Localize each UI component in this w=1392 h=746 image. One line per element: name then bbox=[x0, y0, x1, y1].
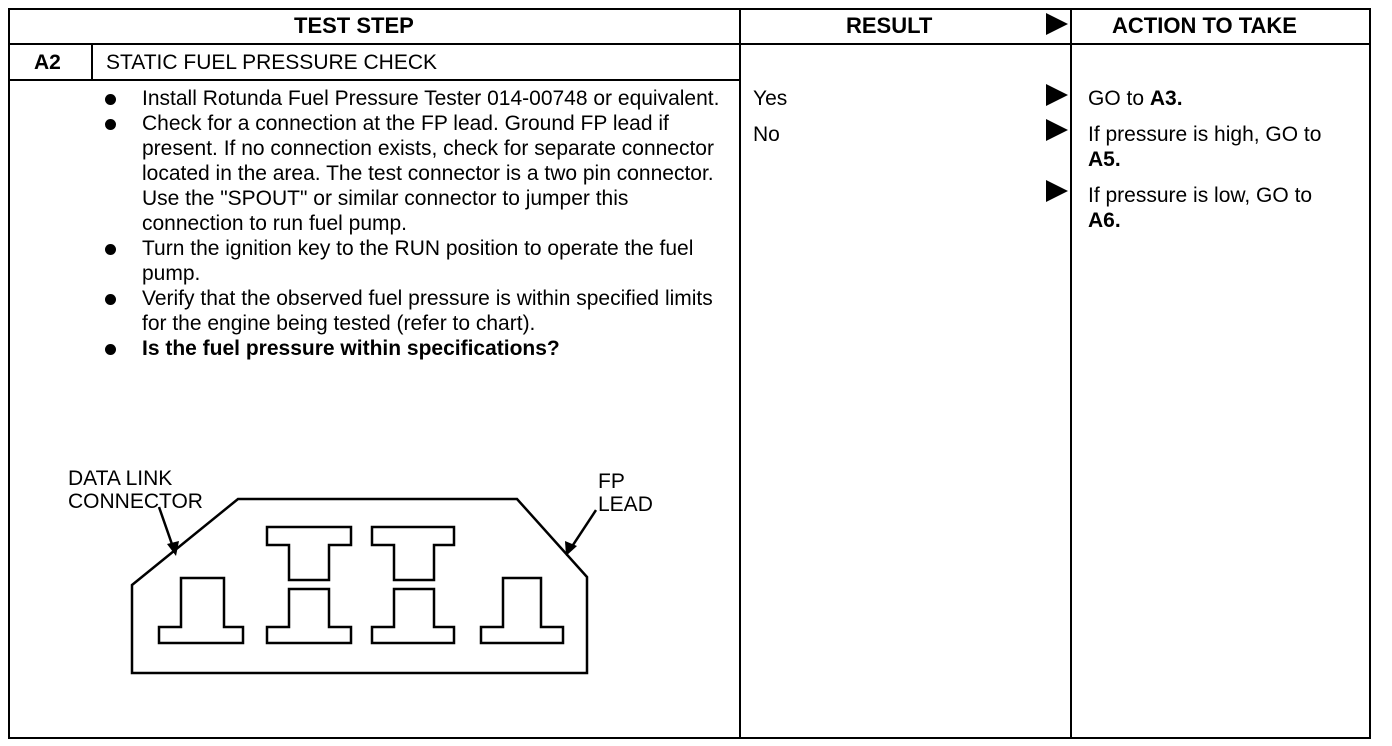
header-action-to-take: ACTION TO TAKE bbox=[1112, 13, 1297, 38]
label-connector: CONNECTOR bbox=[68, 490, 203, 513]
right-leader-line bbox=[567, 509, 598, 552]
step-title-bottom-border bbox=[8, 79, 740, 81]
step-id-divider bbox=[91, 43, 93, 81]
bullet-icon bbox=[105, 244, 116, 255]
action-high-text: If pressure is high, GO to bbox=[1088, 123, 1322, 146]
no-low-arrow-icon bbox=[1046, 180, 1068, 202]
action-low-text: If pressure is low, GO to bbox=[1088, 184, 1313, 207]
instruction-item: Verify that the observed fuel pressure i… bbox=[100, 286, 720, 336]
connector-housing bbox=[130, 497, 589, 675]
step-title: STATIC FUEL PRESSURE CHECK bbox=[106, 51, 437, 74]
action-column-divider bbox=[1070, 8, 1072, 739]
table-top-border bbox=[8, 8, 1371, 10]
action-yes: GO to A3. bbox=[1088, 86, 1183, 111]
instruction-item: Turn the ignition key to the RUN positio… bbox=[100, 236, 720, 286]
yes-arrow-icon bbox=[1046, 84, 1068, 106]
left-leader-line bbox=[157, 506, 176, 551]
label-data-link: DATA LINK bbox=[68, 467, 173, 490]
right-leader-arrowhead bbox=[565, 541, 577, 556]
label-lead: LEAD bbox=[598, 493, 653, 516]
instruction-item: Install Rotunda Fuel Pressure Tester 014… bbox=[100, 86, 720, 111]
no-high-arrow-icon bbox=[1046, 119, 1068, 141]
bullet-icon bbox=[105, 94, 116, 105]
header-test-step: TEST STEP bbox=[294, 13, 414, 38]
header-bottom-border bbox=[8, 43, 1371, 45]
terminal-2-bottom bbox=[265, 587, 353, 645]
action-yes-target: A3. bbox=[1149, 87, 1183, 110]
bullet-icon bbox=[105, 344, 116, 355]
action-high: If pressure is high, GO to A5. bbox=[1088, 122, 1321, 172]
instruction-list: Install Rotunda Fuel Pressure Tester 014… bbox=[100, 86, 720, 361]
table-right-border bbox=[1369, 8, 1371, 739]
terminal-3-top bbox=[370, 525, 456, 582]
terminal-1 bbox=[157, 576, 245, 645]
table-left-border bbox=[8, 8, 10, 739]
action-high-target: A5. bbox=[1088, 148, 1121, 171]
result-yes: Yes bbox=[753, 87, 788, 110]
bullet-icon bbox=[105, 294, 116, 305]
header-arrow-icon bbox=[1046, 13, 1068, 35]
table-bottom-border bbox=[8, 737, 1371, 739]
step-id: A2 bbox=[34, 51, 61, 74]
result-column-divider bbox=[739, 8, 741, 739]
action-low-target: A6. bbox=[1088, 209, 1121, 232]
label-fp: FP bbox=[598, 470, 625, 493]
instruction-question: Is the fuel pressure within specificatio… bbox=[100, 336, 720, 361]
terminal-4 bbox=[479, 576, 565, 645]
result-no: No bbox=[753, 123, 780, 146]
header-result: RESULT bbox=[846, 13, 933, 38]
bullet-icon bbox=[105, 119, 116, 130]
action-yes-text: GO to bbox=[1088, 87, 1150, 110]
action-low: If pressure is low, GO to A6. bbox=[1088, 183, 1312, 233]
left-leader-arrowhead bbox=[167, 541, 179, 556]
terminal-3-bottom bbox=[370, 587, 456, 645]
terminal-2-top bbox=[265, 525, 353, 582]
instruction-item: Check for a connection at the FP lead. G… bbox=[100, 111, 720, 236]
